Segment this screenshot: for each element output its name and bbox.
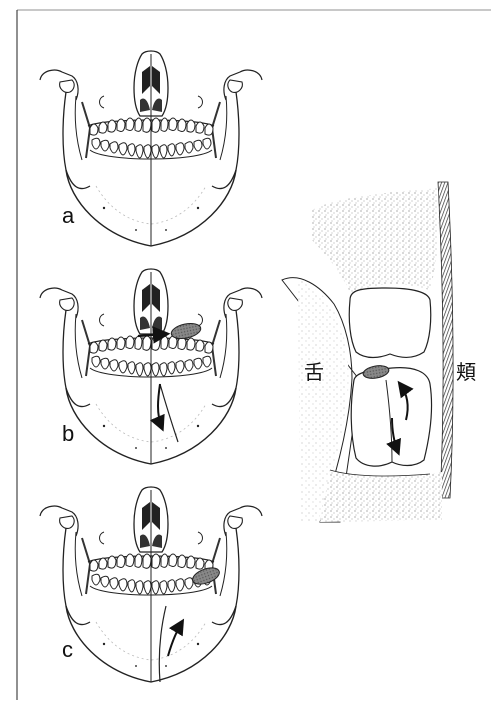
arrow-upward [168,622,182,656]
skull-panel-c [40,487,262,682]
tongue-label: 舌 [304,356,324,385]
panel-label-a: a [62,203,74,229]
cross-section-diagram [282,182,453,522]
cheek-wall [438,182,453,498]
panel-label-c: c [62,637,73,663]
panel-label-b: b [62,421,74,447]
displaced-fragment [170,321,202,341]
upper-tooth [349,288,431,358]
cheek-label: 頬 [456,356,476,385]
